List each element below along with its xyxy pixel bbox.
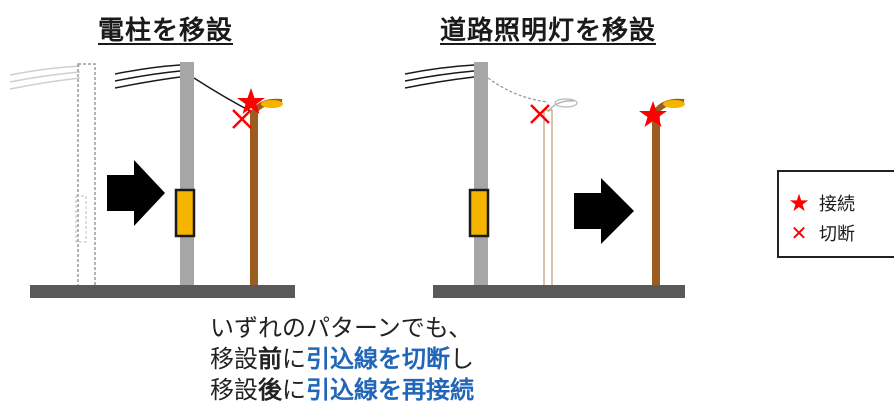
new-street-light-pole bbox=[652, 110, 660, 286]
transformer-right bbox=[468, 188, 490, 238]
caption-line-2-mid: に bbox=[282, 345, 306, 373]
service-drop-wire bbox=[193, 77, 255, 114]
caption-line-3-bold: 後 bbox=[258, 376, 282, 404]
ground-right bbox=[433, 285, 685, 298]
caption-line-2-post: し bbox=[450, 345, 474, 373]
caption-line-2: 移設前に引込線を切断し bbox=[210, 344, 474, 375]
new-street-light-lamp bbox=[663, 100, 685, 108]
legend-connect: ★ 接続 bbox=[787, 190, 855, 216]
caption-line-3-blue: 引込線を再接続 bbox=[306, 376, 474, 404]
pole-wires bbox=[404, 64, 475, 89]
new-wires bbox=[114, 64, 181, 89]
utility-pole bbox=[180, 62, 194, 287]
title-move-street-light: 道路照明灯を移設 bbox=[440, 16, 657, 46]
old-wires bbox=[9, 65, 81, 90]
legend-cut: ✕ 切断 bbox=[787, 220, 855, 246]
caption-line-3: 移設後に引込線を再接続 bbox=[210, 375, 474, 406]
connect-star-mark bbox=[237, 88, 265, 114]
star-icon: ★ bbox=[788, 189, 810, 217]
street-light-lamp bbox=[261, 100, 283, 108]
legend-connect-label: 接続 bbox=[819, 194, 855, 215]
cut-x-mark bbox=[232, 109, 252, 129]
caption-line-2-bold: 前 bbox=[258, 345, 282, 373]
transformer bbox=[174, 188, 196, 238]
x-icon: ✕ bbox=[790, 221, 808, 245]
old-service-drop-wire bbox=[487, 77, 549, 103]
legend-cut-label: 切断 bbox=[819, 224, 855, 245]
street-light-pole bbox=[250, 110, 258, 286]
scene-move-street-light bbox=[404, 62, 685, 298]
old-street-light-outline bbox=[543, 109, 553, 287]
move-arrow-right bbox=[574, 178, 634, 244]
old-pole-outline bbox=[77, 63, 96, 287]
old-street-light-lamp-outline bbox=[554, 98, 578, 108]
utility-pole-right bbox=[474, 62, 488, 287]
caption-line-3-pre: 移設 bbox=[210, 376, 258, 404]
title-move-utility-pole: 電柱を移設 bbox=[98, 16, 234, 46]
connect-star-mark-right bbox=[639, 101, 667, 127]
ground-left bbox=[30, 285, 295, 298]
move-arrow-left bbox=[107, 160, 165, 226]
caption-line-3-mid: に bbox=[282, 376, 306, 404]
caption-line-2-blue: 引込線を切断 bbox=[306, 345, 450, 373]
scene-move-utility-pole bbox=[9, 62, 295, 298]
legend: ★ 接続 ✕ 切断 bbox=[777, 170, 894, 258]
caption-line-2-pre: 移設 bbox=[210, 345, 258, 373]
cut-x-mark-right bbox=[530, 104, 550, 124]
old-transformer-outline bbox=[75, 195, 87, 243]
caption: いずれのパターンでも、 移設前に引込線を切断し 移設後に引込線を再接続 bbox=[210, 313, 474, 406]
caption-line-1: いずれのパターンでも、 bbox=[210, 314, 473, 342]
old-street-light-arm-outline bbox=[547, 100, 575, 113]
